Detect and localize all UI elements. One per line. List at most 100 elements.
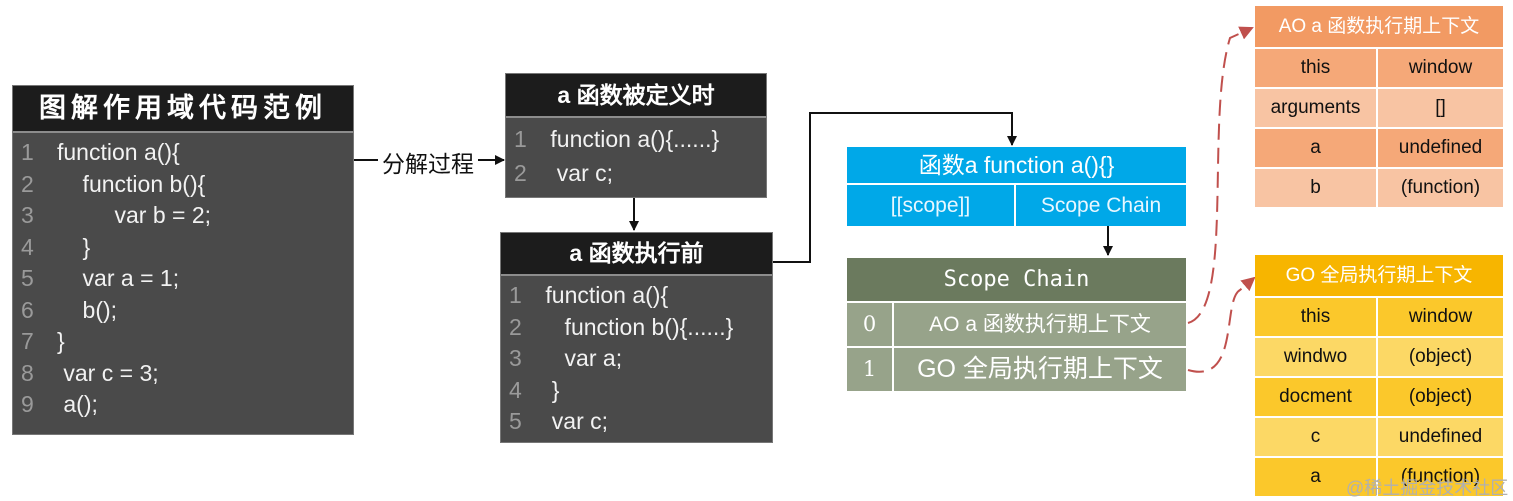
watermark: @稀土掘金技术社区 bbox=[1346, 478, 1509, 498]
code-text: function a(){ bbox=[57, 139, 180, 165]
scope-property-cell: [[scope]] bbox=[847, 183, 1016, 226]
context-value: (function) bbox=[1400, 466, 1481, 487]
function-object-title: 函数a function a(){} bbox=[847, 147, 1186, 183]
context-row: arguments[] bbox=[1255, 87, 1503, 127]
scope-chain-index: 0 bbox=[847, 303, 894, 346]
scope-chain-row: 1 GO 全局执行期上下文 bbox=[847, 346, 1186, 391]
before-code-body: 1 function a(){ 2 function b(){......} 3 v… bbox=[501, 276, 772, 442]
code-line: 3 var b = 2; bbox=[21, 202, 211, 229]
context-row: windwo(object) bbox=[1255, 336, 1503, 376]
source-code-panel: 图解作用域代码范例 1 function a(){ 2 function b(){ 3… bbox=[12, 85, 354, 435]
divider bbox=[13, 131, 353, 133]
line-number: 5 bbox=[21, 265, 34, 291]
code-text: function b(){ bbox=[57, 170, 206, 197]
code-text: function a(){ bbox=[539, 282, 669, 308]
line-number: 3 bbox=[509, 345, 522, 371]
context-value: (object) bbox=[1408, 386, 1473, 407]
divider bbox=[506, 116, 766, 118]
code-line: 2 function b(){......} bbox=[509, 314, 733, 341]
line-number: 1 bbox=[509, 282, 522, 308]
code-line: 2 function b(){ bbox=[21, 171, 205, 198]
defined-panel: a 函数被定义时 1 function a(){......} 2 var c; bbox=[505, 73, 767, 198]
code-text: function b(){......} bbox=[539, 313, 734, 340]
context-row: this window bbox=[1255, 47, 1503, 87]
context-value: [] bbox=[1435, 97, 1446, 118]
scope-chain-value: GO 全局执行期上下文 bbox=[917, 355, 1163, 383]
line-number: 2 bbox=[514, 160, 527, 186]
line-number: 2 bbox=[509, 313, 522, 340]
code-line: 8 var c = 3; bbox=[21, 360, 159, 387]
code-line: 6 b(); bbox=[21, 297, 117, 324]
defined-code-body: 1 function a(){......} 2 var c; bbox=[506, 118, 766, 197]
context-key: b bbox=[1255, 169, 1378, 207]
ao-link-arrow bbox=[1187, 26, 1254, 324]
context-row: this window bbox=[1255, 296, 1503, 336]
code-text: function a(){......} bbox=[544, 126, 720, 152]
context-value: window bbox=[1408, 57, 1473, 78]
divider bbox=[501, 274, 772, 276]
context-key: a bbox=[1255, 458, 1378, 496]
code-text: } bbox=[539, 376, 560, 403]
line-number: 2 bbox=[21, 170, 34, 197]
code-line: 1 function a(){ bbox=[21, 139, 180, 166]
scope-chain-cell: Scope Chain bbox=[1016, 183, 1186, 226]
code-text: } bbox=[57, 328, 65, 354]
context-value: window bbox=[1408, 306, 1473, 327]
code-line: 9 a(); bbox=[21, 391, 98, 418]
code-text: a(); bbox=[57, 391, 98, 417]
code-line: 1 function a(){ bbox=[509, 282, 668, 309]
before-panel-title: a 函数执行前 bbox=[501, 233, 772, 274]
context-key: docment bbox=[1255, 378, 1378, 416]
context-key: windwo bbox=[1255, 338, 1378, 376]
context-value: undefined bbox=[1398, 426, 1483, 447]
code-line: 1 function a(){......} bbox=[514, 126, 719, 153]
line-number: 3 bbox=[21, 202, 34, 228]
context-row: docment (object) bbox=[1255, 376, 1503, 416]
source-panel-title: 图解作用域代码范例 bbox=[13, 86, 353, 131]
go-link-arrow bbox=[1187, 276, 1256, 373]
scope-chain-index: 1 bbox=[847, 348, 894, 391]
line-number: 7 bbox=[21, 328, 34, 354]
code-text: } bbox=[57, 233, 91, 260]
line-number: 6 bbox=[21, 296, 34, 323]
line-number: 4 bbox=[21, 233, 34, 260]
code-line: 5 var a = 1; bbox=[21, 265, 179, 292]
context-row: b (function) bbox=[1255, 167, 1503, 207]
context-key: this bbox=[1255, 49, 1378, 87]
code-text: var a; bbox=[539, 345, 623, 371]
context-key: c bbox=[1255, 418, 1378, 456]
line-number: 1 bbox=[21, 139, 34, 165]
code-text: var a = 1; bbox=[57, 265, 180, 291]
code-text: var b = 2; bbox=[57, 202, 212, 228]
context-key: a bbox=[1255, 129, 1378, 167]
scope-chain-row: 0 AO a 函数执行期上下文 bbox=[847, 301, 1186, 346]
line-number: 4 bbox=[509, 376, 522, 403]
scope-chain-value: AO a 函数执行期上下文 bbox=[929, 313, 1151, 336]
go-context-title: GO 全局执行期上下文 bbox=[1255, 255, 1503, 296]
context-value: (function) bbox=[1400, 177, 1481, 198]
context-key: this bbox=[1255, 298, 1378, 336]
before-to-function-arrow bbox=[773, 112, 1017, 263]
decompose-label: 分解过程 bbox=[378, 145, 478, 179]
defined-panel-title: a 函数被定义时 bbox=[506, 74, 766, 116]
code-line: 4 } bbox=[21, 234, 90, 261]
ao-context-title: AO a 函数执行期上下文 bbox=[1255, 6, 1503, 47]
function-object-box: 函数a function a(){} [[scope]] Scope Chain bbox=[847, 147, 1186, 226]
code-line: 5 var c; bbox=[509, 408, 608, 435]
code-text: var c; bbox=[544, 160, 614, 186]
code-line: 2 var c; bbox=[514, 160, 613, 187]
context-row: c undefined bbox=[1255, 416, 1503, 456]
line-number: 8 bbox=[21, 359, 34, 386]
code-line: 7} bbox=[21, 328, 65, 355]
scope-chain-table: Scope Chain 0 AO a 函数执行期上下文 1 GO 全局执行期上下… bbox=[847, 258, 1186, 391]
code-text: var c; bbox=[539, 408, 609, 434]
scope-chain-title: Scope Chain bbox=[847, 258, 1186, 301]
go-context-rows: this window windwo(object)docment (object) c… bbox=[1255, 296, 1503, 496]
line-number: 5 bbox=[509, 408, 522, 434]
code-text: var c = 3; bbox=[57, 359, 159, 386]
source-code-body: 1 function a(){ 2 function b(){ 3 var b = 2… bbox=[13, 133, 353, 433]
